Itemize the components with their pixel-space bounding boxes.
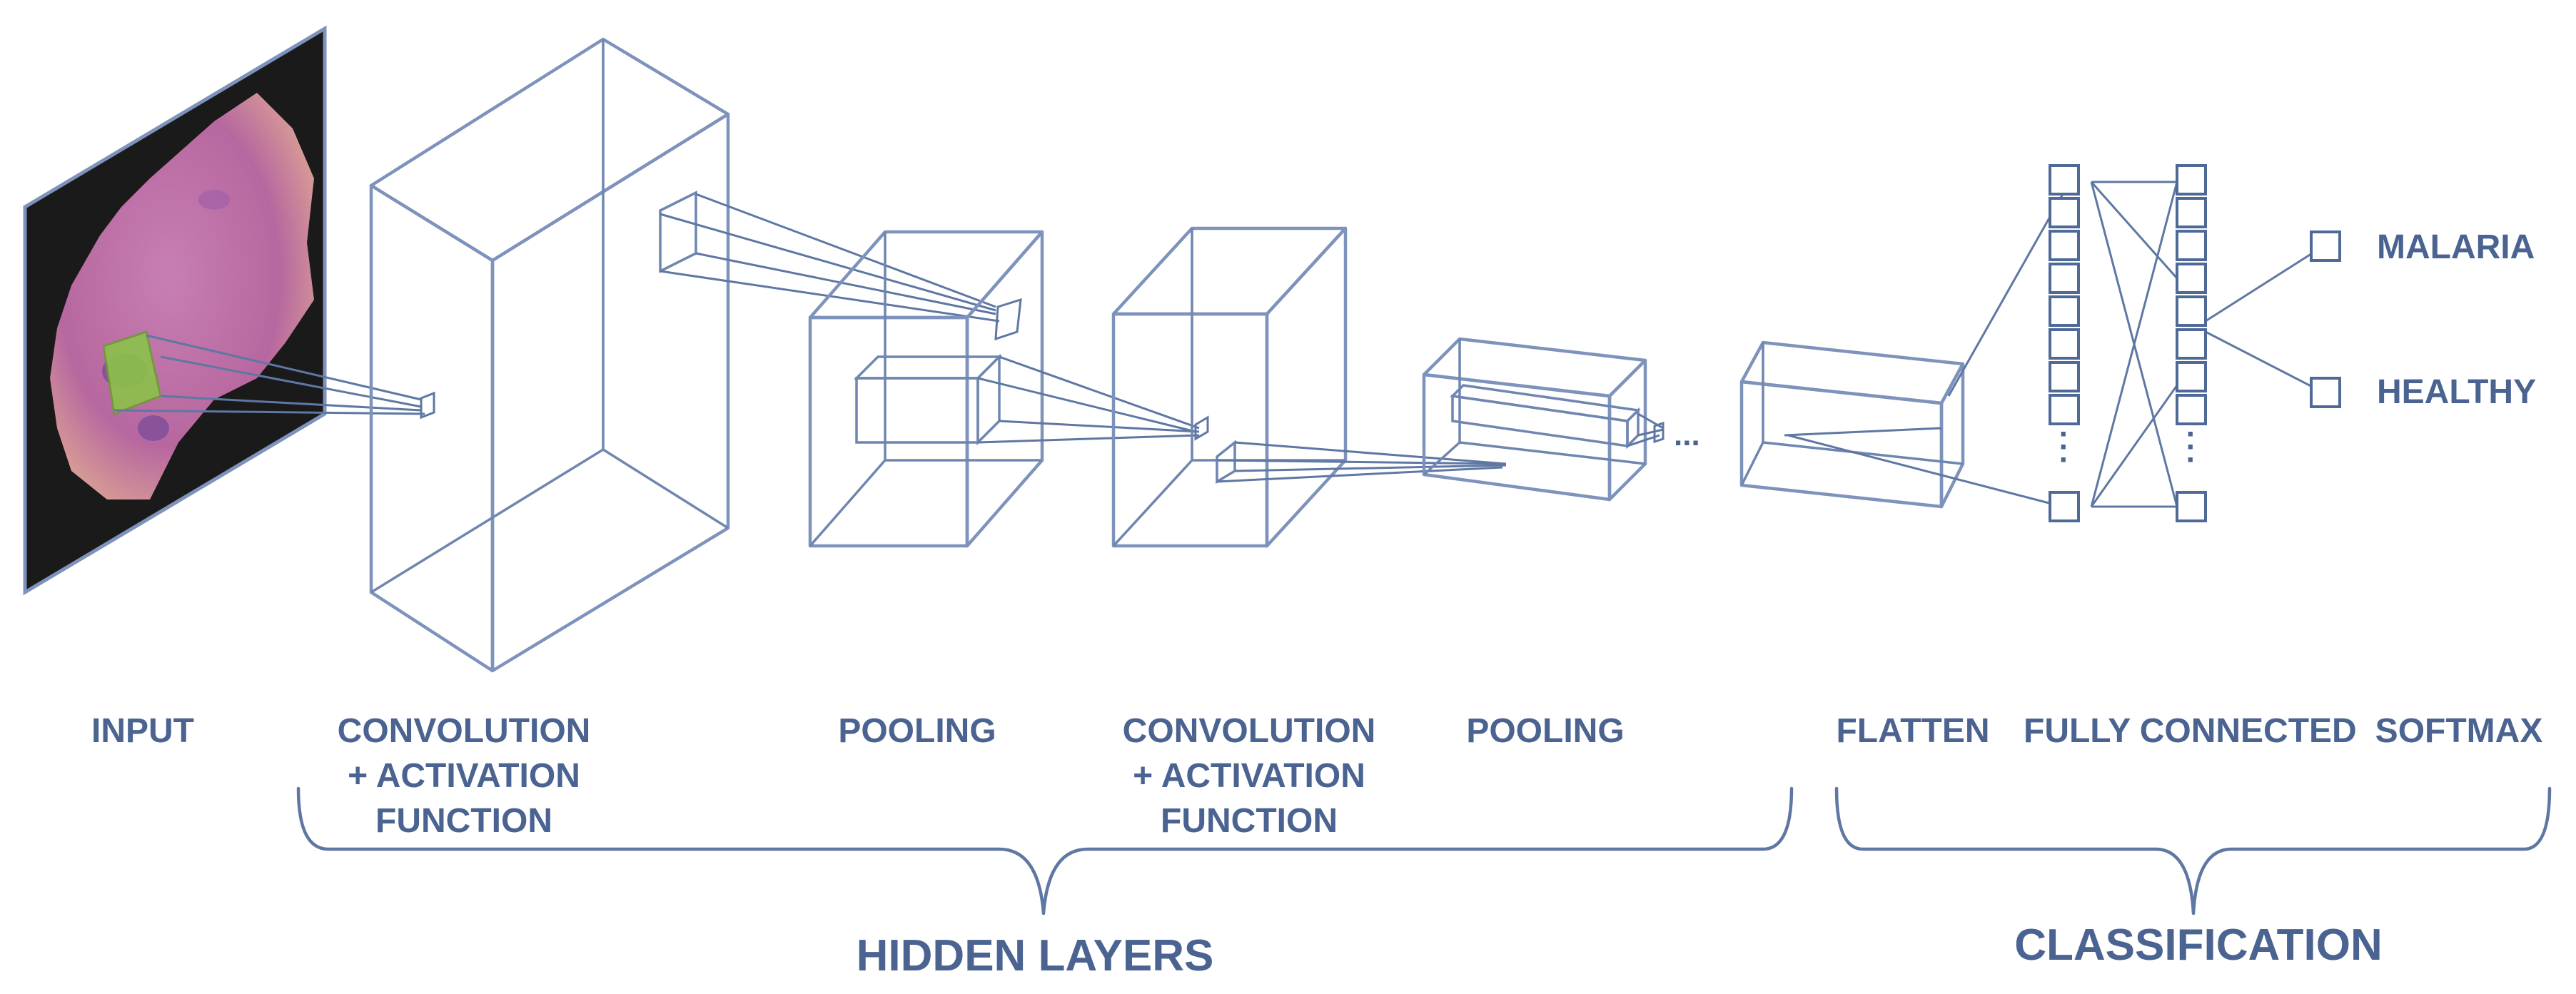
flatten-fc-connections <box>1787 193 2064 508</box>
fc-layer-1-ellipsis: ··· <box>2059 417 2070 477</box>
label-pool2: POOLING <box>1466 712 1625 750</box>
conv2-block <box>1111 226 1348 548</box>
pool1-block <box>808 230 1044 548</box>
output-node-healthy <box>2310 377 2341 408</box>
layers-ellipsis: ... <box>1674 417 1700 452</box>
label-input: INPUT <box>91 712 194 750</box>
flatten-block <box>1739 340 1965 509</box>
input-image <box>23 25 327 596</box>
label-conv2-line2: + ACTIVATION <box>1133 757 1365 795</box>
hidden-layers-brace <box>296 786 1794 916</box>
label-conv1: CONVOLUTION + ACTIVATION FUNCTION <box>307 709 621 843</box>
label-classification: CLASSIFICATION <box>2014 921 2383 970</box>
label-conv1-line1: CONVOLUTION <box>337 712 591 750</box>
label-softmax: SOFTMAX <box>2375 712 2543 750</box>
output-label-malaria: MALARIA <box>2377 228 2535 266</box>
label-conv2: CONVOLUTION + ACTIVATION FUNCTION <box>1092 709 1406 843</box>
label-hidden-layers: HIDDEN LAYERS <box>856 931 1214 980</box>
pool1-conv2-projection <box>977 355 1209 444</box>
label-fully-connected: FULLY CONNECTED <box>2024 712 2357 750</box>
classification-brace <box>1834 786 2552 916</box>
fc-layer-2 <box>2176 164 2207 522</box>
softmax-nodes <box>2310 230 2341 408</box>
parasite-spot <box>198 190 230 210</box>
label-conv1-line2: + ACTIVATION <box>348 757 580 795</box>
output-label-healthy: HEALTHY <box>2377 373 2537 411</box>
fc-layer-1 <box>2049 164 2080 522</box>
conv1-block <box>369 37 730 673</box>
label-conv1-line3: FUNCTION <box>375 802 552 840</box>
input-conv-projection <box>113 334 435 420</box>
label-flatten: FLATTEN <box>1836 712 1990 750</box>
label-conv2-line3: FUNCTION <box>1161 802 1338 840</box>
fc-layer-2-ellipsis: ··· <box>2186 417 2197 477</box>
label-pool1: POOLING <box>838 712 996 750</box>
pool2-block <box>1422 337 1665 502</box>
label-conv2-line1: CONVOLUTION <box>1122 712 1376 750</box>
conv2-pool2-projection <box>1216 441 1507 483</box>
fully-connected-layers <box>2090 181 2324 508</box>
output-node-malaria <box>2310 230 2341 262</box>
parasite-spot <box>138 415 169 441</box>
